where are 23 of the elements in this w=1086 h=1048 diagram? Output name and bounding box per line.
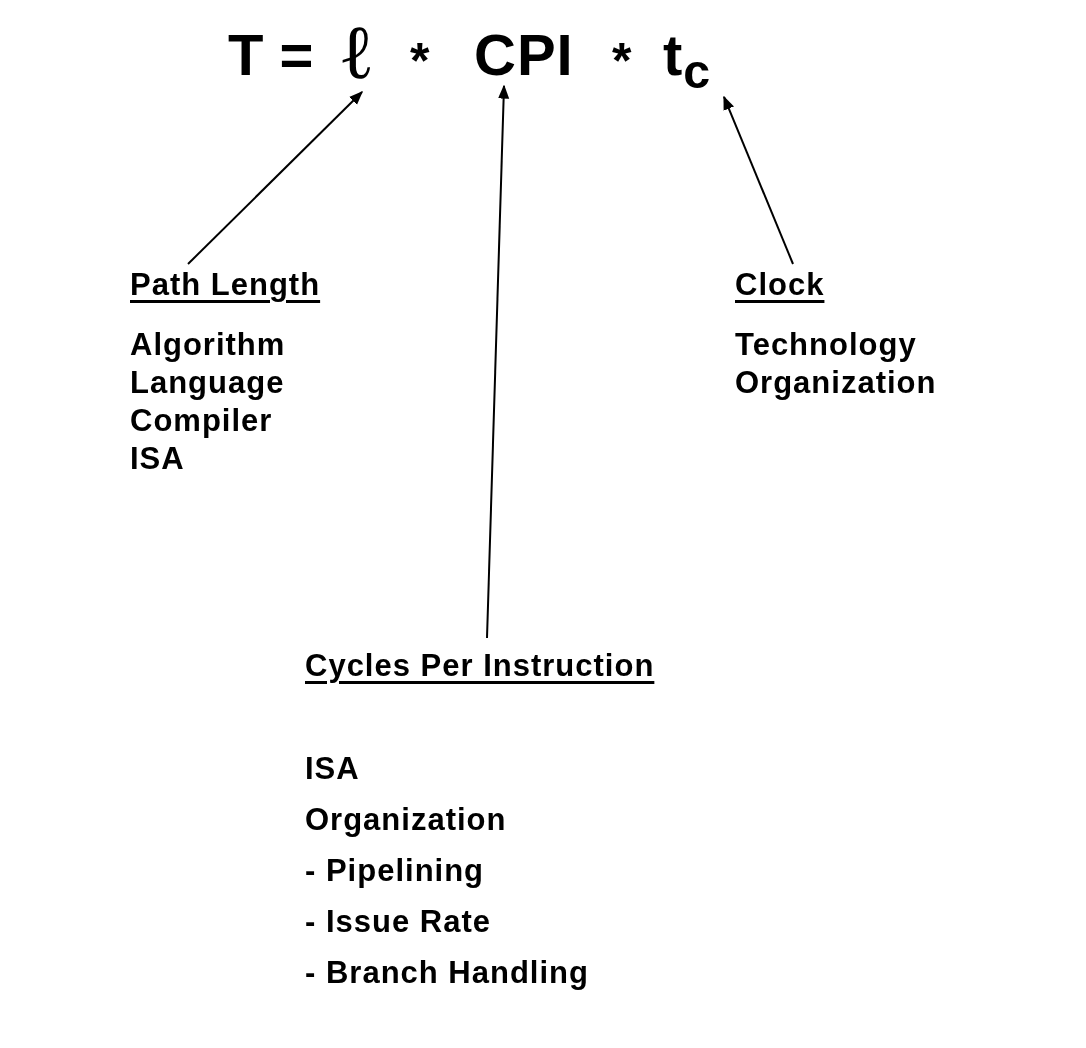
list-item: ISA [130, 440, 186, 478]
list-item: Language [130, 364, 286, 402]
list-item: Compiler [130, 402, 274, 440]
list-item: Technology [735, 326, 918, 364]
section-heading: Path Length [130, 266, 321, 304]
formula-term: t$_{c}$ [663, 26, 712, 95]
arrow [723, 95, 794, 265]
formula-term: CPI [474, 26, 574, 84]
formula-symbol: * [410, 36, 430, 86]
formula-symbol: T = [228, 26, 314, 84]
list-item: Organization [735, 364, 937, 402]
list-item: - Pipelining [305, 852, 486, 890]
list-item: - Branch Handling [305, 954, 590, 992]
formula-term: ℓ [338, 14, 376, 90]
formula-symbol: * [612, 36, 632, 86]
list-item: - Issue Rate [305, 903, 492, 941]
list-item: Algorithm [130, 326, 287, 364]
arrow [187, 91, 363, 265]
arrow [486, 84, 510, 639]
list-item: Organization [305, 801, 508, 839]
section-heading: Clock [735, 266, 826, 304]
section-heading: Cycles Per Instruction [305, 647, 655, 685]
list-item: ISA [305, 750, 361, 788]
